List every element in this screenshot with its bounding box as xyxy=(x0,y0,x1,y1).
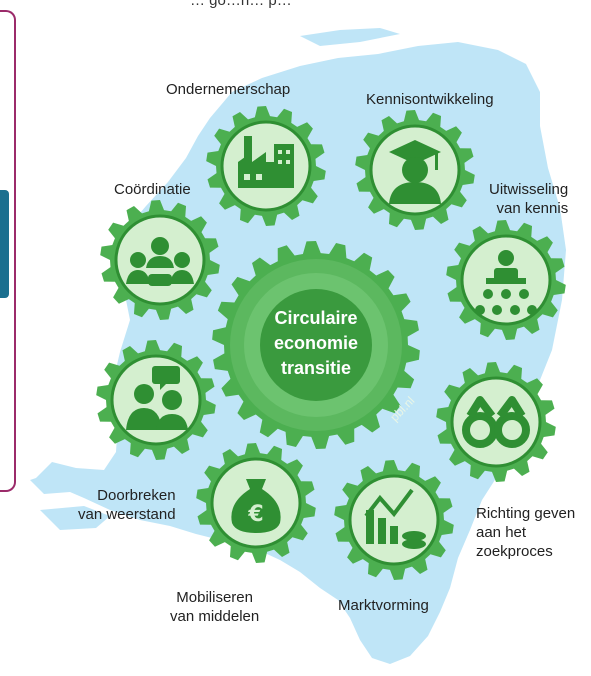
svg-text:€: € xyxy=(247,502,263,527)
label-doorbreken: Doorbreken van weerstand xyxy=(78,486,176,524)
label-line: van weerstand xyxy=(78,506,176,523)
label-line: Richting geven xyxy=(476,505,576,522)
label-line: Mobiliseren xyxy=(176,589,253,606)
label-line: Marktvorming xyxy=(338,597,429,614)
speech-people-icon xyxy=(126,366,188,430)
money-bag-icon: € xyxy=(231,479,281,533)
label-coordinatie: Coördinatie xyxy=(114,180,191,199)
map-island-1 xyxy=(30,470,84,494)
map-coast xyxy=(300,28,400,46)
side-tab[interactable] xyxy=(0,190,9,298)
gear-face xyxy=(348,474,440,566)
presenter-icon xyxy=(475,250,537,315)
market-chart-icon xyxy=(364,488,426,549)
label-line: Ondernemerschap xyxy=(166,81,291,98)
label-line: van kennis xyxy=(496,200,569,217)
label-ondernemerschap: Ondernemerschap xyxy=(166,80,290,99)
panel-border xyxy=(0,10,16,492)
graduate-icon xyxy=(389,140,441,204)
center-title: Circulaire economie transitie xyxy=(246,306,386,381)
center-gear xyxy=(212,241,420,449)
label-line: zoekproces xyxy=(476,543,553,560)
label-richting: Richting geven aan het zoekproces xyxy=(476,504,575,561)
group-icon xyxy=(126,237,194,286)
label-line: aan het xyxy=(476,524,527,541)
binoculars-icon xyxy=(462,396,530,448)
center-ring-3 xyxy=(260,289,372,401)
label-kennisontwikkeling: Kennisontwikkeling xyxy=(366,90,494,109)
label-mobiliseren: Mobiliseren van middelen xyxy=(170,588,259,626)
center-line-3: transitie xyxy=(280,358,352,378)
map-island-2 xyxy=(40,506,110,530)
center-line-1: Circulaire xyxy=(274,308,358,328)
label-line: Uitwisseling xyxy=(489,181,569,198)
center-line-2: economie xyxy=(273,333,359,353)
top-caption-fragment: … go…n… p… xyxy=(190,0,292,9)
label-line: Kennisontwikkeling xyxy=(366,91,494,108)
label-line: van middelen xyxy=(170,608,260,625)
factory-icon xyxy=(238,136,294,188)
label-marktvorming: Marktvorming xyxy=(338,596,429,615)
label-uitwisseling: Uitwisseling van kennis xyxy=(489,180,568,218)
label-line: Coördinatie xyxy=(114,181,191,198)
label-line: Doorbreken xyxy=(97,487,176,504)
